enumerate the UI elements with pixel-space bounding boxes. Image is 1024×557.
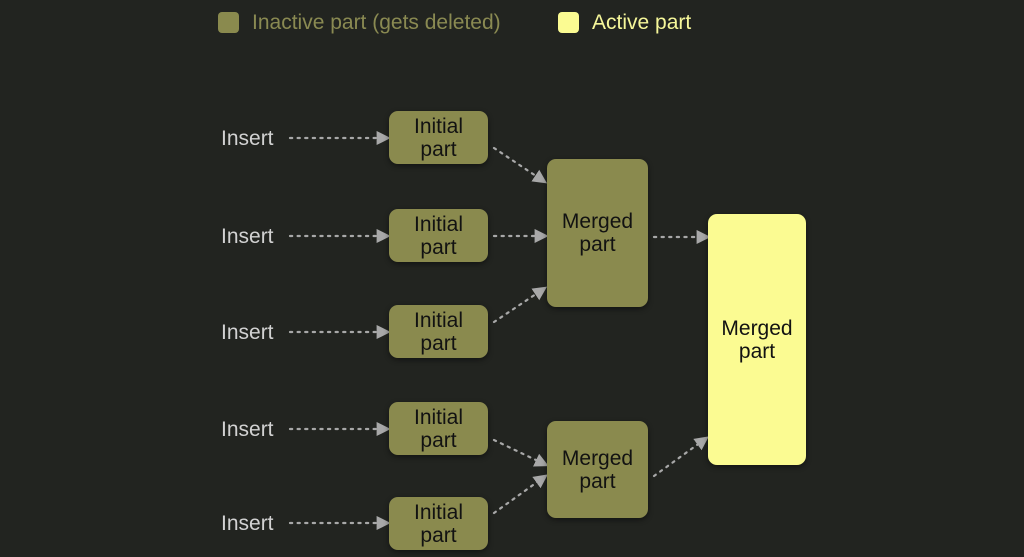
- legend-item-active: Active part: [558, 12, 691, 33]
- arrow-initial5-to-merged-bottom: [492, 474, 548, 515]
- arrow-initial4-to-merged-bottom: [492, 438, 549, 467]
- arrow-initial1-to-merged-top: [492, 146, 548, 184]
- arrow-initial3-to-merged-top: [492, 286, 548, 324]
- legend-active-label: Active part: [592, 11, 692, 34]
- active-swatch-icon: [558, 12, 579, 33]
- insert-label-5: Insert: [221, 512, 274, 535]
- arrow-merged-bottom-to-final: [652, 436, 709, 478]
- inactive-swatch-icon: [218, 12, 239, 33]
- legend-item-inactive: Inactive part (gets deleted): [218, 12, 501, 33]
- insert-label-1: Insert: [221, 127, 274, 150]
- legend-inactive-label: Inactive part (gets deleted): [252, 11, 501, 34]
- insert-label-4: Insert: [221, 418, 274, 441]
- insert-label-3: Insert: [221, 321, 274, 344]
- insert-label-2: Insert: [221, 225, 274, 248]
